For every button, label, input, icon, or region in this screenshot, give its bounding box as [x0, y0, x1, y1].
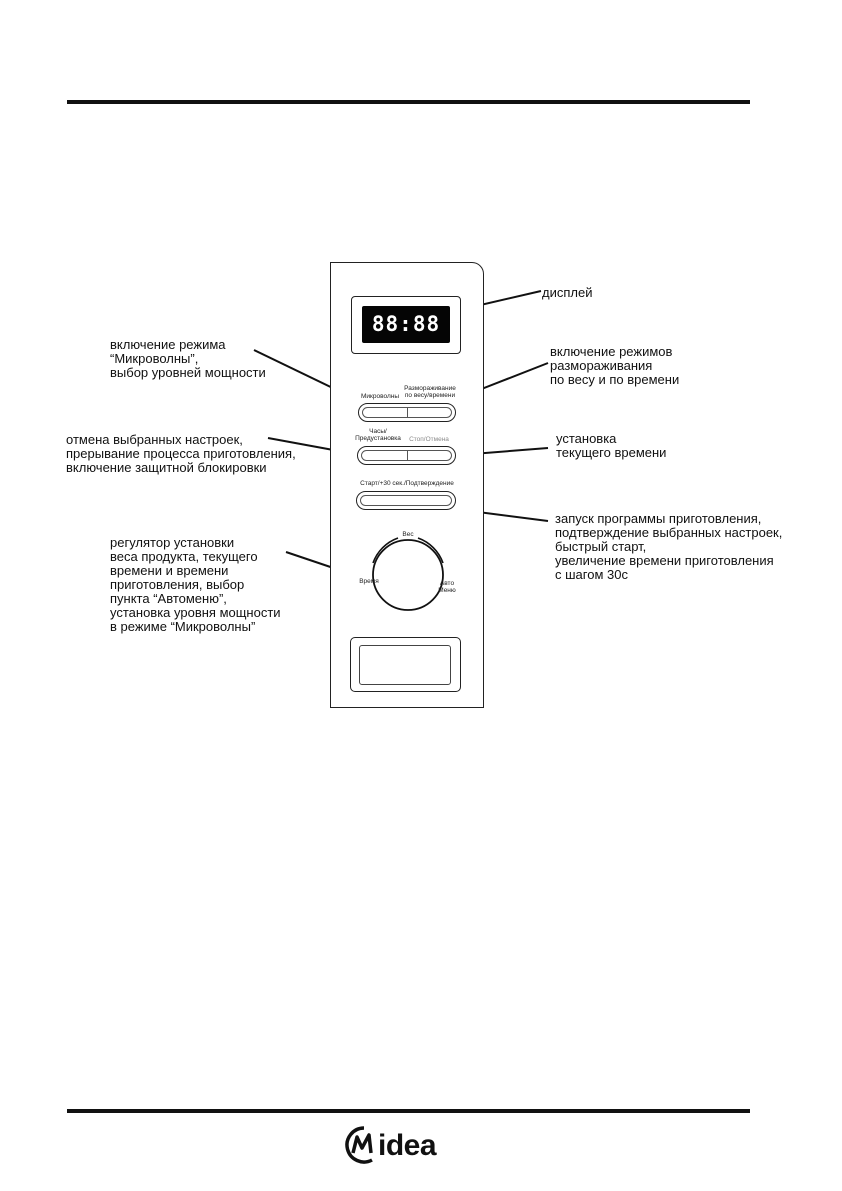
annotation-line: запуск программы приготовления, [555, 511, 762, 526]
annotation-microwave: включение режима “Микроволны”, выбор уро… [110, 338, 266, 380]
annotation-dial: регулятор установки веса продукта, текущ… [110, 536, 281, 634]
start-button[interactable] [356, 491, 456, 510]
dial-label-auto-menu: Авто Меню [438, 580, 456, 594]
annotation-cancel: отмена выбранных настроек, прерывание пр… [66, 433, 296, 475]
display-digits: 88:88 [371, 312, 441, 336]
annotation-clock: установка текущего времени [556, 432, 666, 460]
annotation-line: установка [556, 431, 617, 446]
door-window-frame [350, 637, 461, 692]
annotation-line: пункта “Автоменю”, [110, 591, 227, 606]
annotation-line: размораживания [550, 358, 653, 373]
defrost-button-label: Размораживание по весу/времени [404, 385, 456, 399]
annotation-defrost: включение режимов размораживания по весу… [550, 345, 679, 387]
annotation-line: “Микроволны”, [110, 351, 199, 366]
dial-arc-right [417, 537, 444, 564]
microwave-defrost-button[interactable] [358, 403, 456, 422]
button-divider [407, 407, 408, 418]
display-screen [362, 306, 450, 343]
control-dial-knob[interactable] [373, 540, 443, 610]
button-divider [406, 450, 408, 461]
annotation-line: прерывание процесса приготовления, [66, 446, 296, 461]
clock-button-label: Часы/ Предустановка [355, 428, 401, 442]
annotation-line: увеличение времени приготовления [555, 553, 774, 568]
annotation-display: дисплей [542, 285, 593, 300]
annotation-line: выбор уровней мощности [110, 365, 266, 380]
brand-wordmark: idea [378, 1129, 437, 1162]
door-window [359, 645, 451, 685]
annotation-line: веса продукта, текущего [110, 549, 258, 564]
footer-rule [67, 1109, 750, 1113]
annotation-line: установка уровня мощности [110, 605, 281, 620]
button-inner [360, 495, 452, 506]
annotation-line: включение режима [110, 337, 226, 352]
annotation-line: подтверждение выбранных настроек, [555, 525, 783, 540]
annotation-line: быстрый старт, [555, 539, 647, 554]
annotation-line: времени и времени [110, 563, 229, 578]
dial-arc-left [372, 537, 399, 564]
annotation-line: по весу и по времени [550, 372, 680, 387]
microwave-button-label: Микроволны [360, 393, 400, 400]
annotation-line: регулятор установки [110, 535, 235, 550]
dial-label-time: Время [359, 578, 379, 585]
annotation-start: запуск программы приготовления, подтверж… [555, 512, 782, 582]
dial-label-weight: Вес [402, 531, 414, 538]
annotation-line: отмена выбранных настроек, [66, 432, 243, 447]
display-bezel [351, 296, 461, 354]
stop-button-label: Стоп/Отмена [409, 436, 449, 443]
header-rule [67, 100, 750, 104]
clock-stop-button[interactable] [357, 446, 456, 465]
annotation-line: в режиме “Микроволны” [110, 619, 256, 634]
annotation-line: включение режимов [550, 344, 673, 359]
annotation-line: текущего времени [556, 445, 667, 460]
start-button-label: Старт/+30 сек./Подтверждение [360, 480, 454, 487]
annotation-line: приготовления, выбор [110, 577, 245, 592]
annotation-line: включение защитной блокировки [66, 460, 267, 475]
midea-logo-icon [345, 1126, 373, 1164]
annotation-line: с шагом 30с [555, 567, 628, 582]
control-dial [372, 539, 444, 611]
